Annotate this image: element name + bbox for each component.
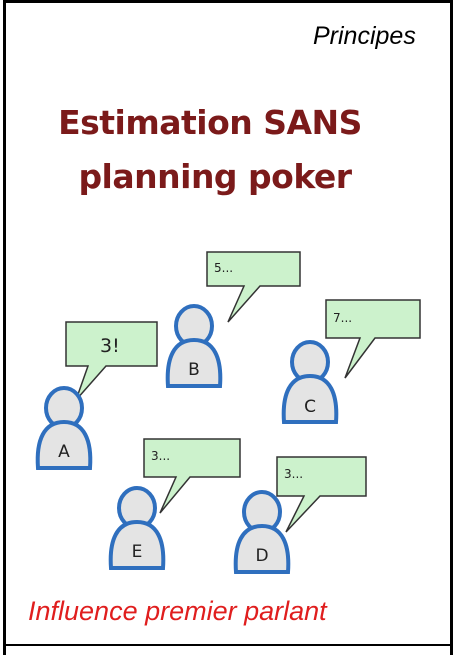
frame-right-border bbox=[450, 0, 453, 655]
speech-bubble-b: 5... bbox=[206, 251, 301, 323]
person-e-body bbox=[108, 519, 166, 570]
slide-title-line-2: planning poker bbox=[78, 157, 352, 196]
person-e-label: E bbox=[132, 542, 143, 562]
speech-bubble-d: 3... bbox=[276, 456, 367, 533]
person-a-label: A bbox=[58, 442, 70, 462]
speech-bubble-b-shape bbox=[206, 251, 301, 323]
person-d-group: 3... D bbox=[233, 456, 367, 574]
person-b-body bbox=[165, 337, 223, 388]
person-b-label: B bbox=[188, 360, 200, 380]
person-d: D bbox=[233, 490, 291, 574]
speech-bubble-c-text: 7... bbox=[333, 311, 352, 325]
person-a-group: 3! A bbox=[35, 321, 158, 470]
footer-caption: Influence premier parlant bbox=[28, 596, 327, 626]
speech-bubble-d-shape bbox=[276, 456, 367, 533]
speech-bubble-e: 3... bbox=[143, 438, 241, 514]
person-e-group: 3... E bbox=[108, 438, 241, 570]
frame-left-border bbox=[3, 0, 6, 655]
frame-bottom-border bbox=[3, 644, 453, 646]
person-c-body bbox=[281, 373, 339, 424]
person-d-label: D bbox=[255, 546, 268, 566]
person-b: B bbox=[165, 304, 223, 388]
person-c-label: C bbox=[304, 397, 316, 417]
speech-bubble-d-text: 3... bbox=[284, 467, 303, 481]
speech-bubble-a: 3! bbox=[65, 321, 158, 401]
header-title-fragment: Principes bbox=[313, 22, 416, 50]
person-b-group: 5... B bbox=[165, 251, 301, 388]
speech-bubble-b-text: 5... bbox=[214, 261, 233, 275]
person-e: E bbox=[108, 486, 166, 570]
person-c-group: 7... C bbox=[281, 299, 421, 424]
speech-bubble-c: 7... bbox=[325, 299, 421, 379]
person-c: C bbox=[281, 340, 339, 424]
speech-bubble-e-shape bbox=[143, 438, 241, 514]
person-a-body bbox=[35, 419, 93, 470]
speech-bubble-c-shape bbox=[325, 299, 421, 379]
person-a: A bbox=[35, 386, 93, 470]
speech-bubble-a-shape bbox=[65, 321, 158, 401]
person-d-body bbox=[233, 523, 291, 574]
slide-title-line-1: Estimation SANS bbox=[58, 103, 362, 142]
speech-bubble-a-text: 3! bbox=[100, 335, 120, 357]
frame-top-border bbox=[3, 0, 453, 3]
speech-bubble-e-text: 3... bbox=[151, 449, 170, 463]
